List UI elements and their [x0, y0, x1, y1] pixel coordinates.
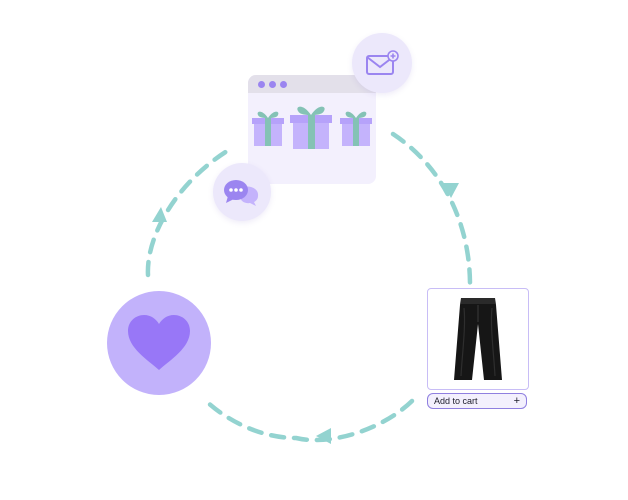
- plus-icon: +: [513, 394, 520, 407]
- cycle-arc-bottom: [202, 397, 415, 443]
- add-to-cart-button[interactable]: Add to cart +: [427, 393, 527, 409]
- cycle-arc-top-left: [145, 145, 235, 278]
- arrow-head-down-icon: [443, 183, 459, 198]
- chat-bubbles-icon: [224, 180, 259, 206]
- heart-circle: [107, 291, 211, 395]
- mail-plus-icon: [366, 50, 399, 75]
- browser-window-icon: [248, 75, 376, 184]
- arrow-head-up-icon: [152, 207, 167, 222]
- mail-bubble: [352, 33, 412, 93]
- arrow-head-left-icon: [316, 428, 331, 444]
- gift-icon: [252, 111, 284, 146]
- browser-title-bar: [248, 75, 376, 93]
- gift-icon: [290, 106, 332, 149]
- gift-icon: [340, 111, 372, 146]
- window-dot: [258, 80, 265, 88]
- heart-icon: [128, 315, 190, 370]
- chat-bubble: [213, 163, 271, 221]
- window-dot: [280, 80, 287, 88]
- jeans-product-image: [454, 298, 502, 380]
- product-card[interactable]: [427, 288, 529, 390]
- add-to-cart-label: Add to cart: [434, 396, 478, 406]
- gift-row: [252, 106, 372, 149]
- cycle-arc-top-right: [390, 131, 473, 288]
- window-dot: [269, 80, 276, 88]
